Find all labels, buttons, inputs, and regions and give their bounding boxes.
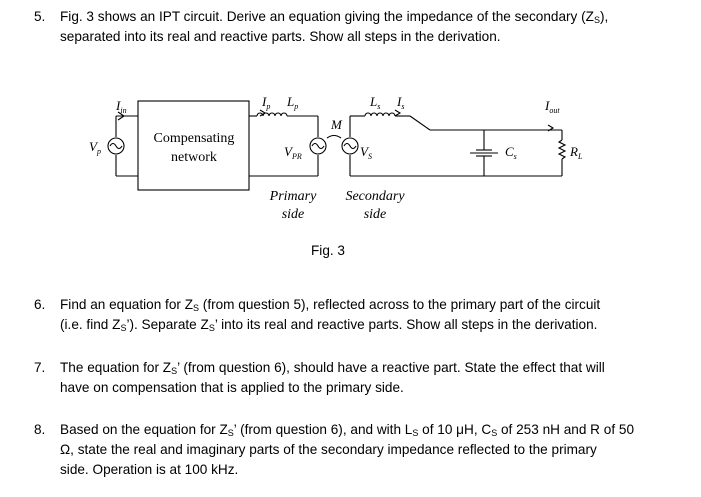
svg-text:Primary: Primary xyxy=(269,189,317,204)
svg-text:VPR: VPR xyxy=(284,144,302,161)
ipt-circuit-diagram: Iin Vp Compensating network Ip Lp M Ls I… xyxy=(89,94,583,222)
figure-caption: Fig. 3 xyxy=(311,243,345,258)
svg-text:Cs: Cs xyxy=(505,144,517,161)
question-number: 5. xyxy=(34,9,46,24)
svg-text:Compensating: Compensating xyxy=(154,131,235,146)
svg-text:Lp: Lp xyxy=(286,94,298,111)
svg-text:RL: RL xyxy=(569,144,583,161)
question-text: The equation for ZS’ (from question 6), … xyxy=(60,360,605,395)
question-text: Fig. 3 shows an IPT circuit. Derive an e… xyxy=(60,9,609,44)
svg-text:Iout: Iout xyxy=(544,98,560,115)
svg-text:network: network xyxy=(171,150,217,165)
svg-text:Is: Is xyxy=(396,94,404,111)
source-vp-icon xyxy=(107,137,125,155)
svg-text:Ip: Ip xyxy=(261,94,270,111)
svg-text:Iin: Iin xyxy=(115,98,127,115)
source-vs-icon xyxy=(341,137,359,155)
resistor-icon xyxy=(557,139,567,160)
svg-text:side: side xyxy=(364,207,387,222)
question-number: 6. xyxy=(34,297,46,312)
compensating-network-box xyxy=(137,100,250,191)
svg-text:VS: VS xyxy=(360,144,372,161)
svg-text:Ls: Ls xyxy=(369,94,380,111)
question-text: Based on the equation for ZS’ (from ques… xyxy=(60,422,635,477)
svg-text:M: M xyxy=(330,117,343,132)
svg-text:Vp: Vp xyxy=(89,139,101,156)
svg-text:Secondary: Secondary xyxy=(345,189,405,204)
question-number: 8. xyxy=(34,422,46,437)
question-text: Find an equation for ZS (from question 5… xyxy=(60,297,601,333)
svg-text:side: side xyxy=(282,207,305,222)
question-number: 7. xyxy=(34,360,46,375)
source-vpr-icon xyxy=(309,137,327,155)
